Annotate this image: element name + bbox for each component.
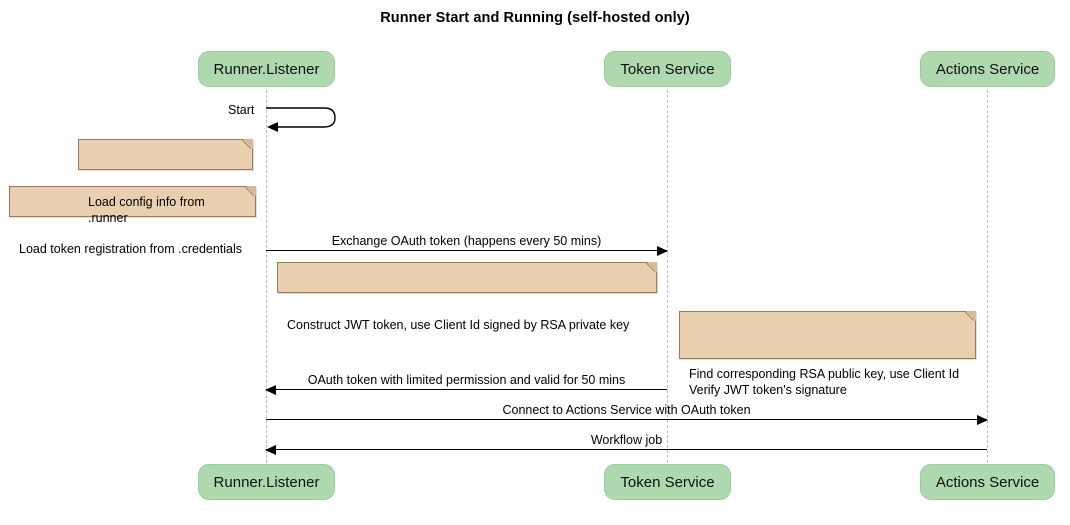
note-text: Find corresponding RSA public key, use C… [689, 367, 960, 397]
note-fold-edge-icon [965, 311, 976, 322]
message-workflow-job [265, 445, 987, 455]
message-label-exchange-oauth-token: Exchange OAuth token (happens every 50 m… [331, 234, 602, 248]
lifeline-runner-listener [266, 90, 267, 468]
message-label-workflow-job: Workflow job [590, 433, 663, 447]
message-label-connect-actions-service: Connect to Actions Service with OAuth to… [502, 403, 751, 417]
arrowhead-right-icon [977, 415, 988, 425]
message-oauth-token-return [265, 385, 667, 395]
arrowhead-left-icon [265, 445, 276, 455]
note-fold-edge-icon [245, 186, 256, 197]
lifeline-actions-service [987, 90, 988, 468]
note-load-config: Load config info from .runner [78, 139, 253, 225]
note-text: Construct JWT token, use Client Id signe… [287, 318, 630, 332]
arrowhead-left-icon [265, 385, 276, 395]
note-fold-edge-icon [646, 262, 657, 273]
participant-actions-service-bottom[interactable]: Actions Service [920, 464, 1055, 500]
message-exchange-oauth-token [266, 246, 668, 256]
message-label-oauth-token-return: OAuth token with limited permission and … [307, 373, 626, 387]
participant-runner-listener-top[interactable]: Runner.Listener [198, 51, 335, 87]
participant-label: Actions Service [935, 60, 1040, 78]
participant-label: Token Service [620, 473, 715, 491]
participant-label: Runner.Listener [213, 60, 320, 78]
note-load-token-registration: Load token registration from .credential… [9, 186, 256, 256]
note-construct-jwt: Construct JWT token, use Client Id signe… [277, 262, 657, 332]
note-fold-edge-icon [242, 139, 253, 150]
participant-actions-service-top[interactable]: Actions Service [920, 51, 1055, 87]
message-start-selfloop [266, 104, 346, 136]
participant-label: Token Service [620, 60, 715, 78]
participant-token-service-top[interactable]: Token Service [604, 51, 731, 87]
lifeline-token-service [667, 90, 668, 468]
note-text: Load token registration from .credential… [19, 242, 243, 256]
note-verify-jwt: Find corresponding RSA public key, use C… [679, 311, 976, 397]
diagram-title: Runner Start and Running (self-hosted on… [380, 10, 690, 26]
participant-runner-listener-bottom[interactable]: Runner.Listener [198, 464, 335, 500]
message-connect-actions-service [266, 415, 988, 425]
participant-label: Runner.Listener [213, 473, 320, 491]
participant-token-service-bottom[interactable]: Token Service [604, 464, 731, 500]
arrowhead-right-icon [657, 246, 668, 256]
message-label-start: Start [228, 103, 255, 117]
participant-label: Actions Service [935, 473, 1040, 491]
note-text: Load config info from .runner [88, 195, 205, 225]
